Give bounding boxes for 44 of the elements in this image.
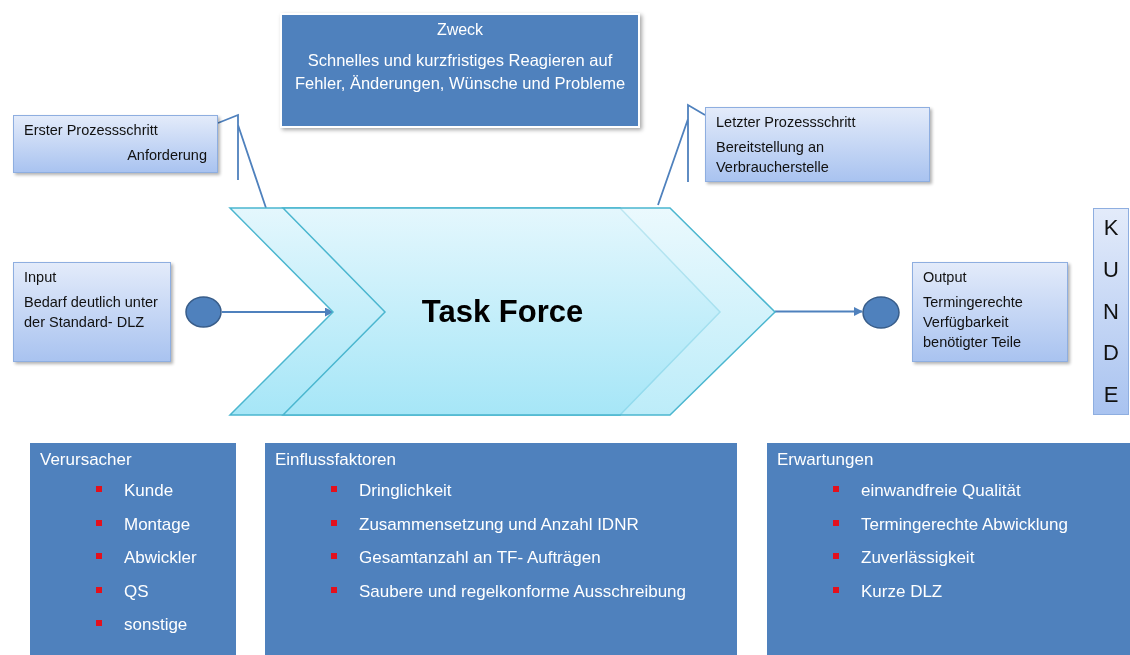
list-item: Dringlichkeit <box>359 480 452 502</box>
process-step-shape <box>230 208 775 415</box>
box-heading: Zweck <box>435 21 485 39</box>
list-panel <box>30 443 236 655</box>
list-item: Zuverlässigkeit <box>861 547 975 569</box>
list-item: Gesamtanzahl an TF- Aufträgen <box>359 547 601 569</box>
box-text: Bedarf deutlich unter der Standard- DLZ <box>24 292 159 333</box>
info-box <box>912 262 1068 362</box>
list-item: QS <box>124 580 149 603</box>
info-box <box>13 115 218 173</box>
process-title: Task Force <box>421 293 584 330</box>
list-item: Kunde <box>124 480 174 502</box>
purpose-box <box>280 13 640 128</box>
list-item: einwandfreie Qualität <box>861 480 1021 502</box>
info-box <box>13 262 171 362</box>
box-heading: Erster Prozessschritt <box>24 121 159 140</box>
vertical-label: KUNDE <box>1102 214 1120 410</box>
box-heading: Output <box>923 268 968 287</box>
box-text: Schnelles und kurzfristiges Reagieren auf Fehler, Änderungen, Wünsche und Probleme <box>293 50 627 95</box>
arrow <box>221 307 334 317</box>
panel-heading: Verursacher <box>40 450 133 470</box>
connector-circle <box>862 296 900 329</box>
panel-heading: Erwartungen <box>777 450 875 470</box>
box-text: Termingerechte Verfügbarkeit benötigter Teile <box>923 292 1024 353</box>
customer-box <box>1093 208 1129 415</box>
leader-line <box>657 103 706 206</box>
panel-heading: Einflussfaktoren <box>275 450 397 470</box>
list-item: Montage <box>124 513 191 536</box>
box-text: Anforderung <box>126 145 207 165</box>
box-heading: Letzter Prozessschritt <box>716 113 857 132</box>
list-panel <box>265 443 737 655</box>
box-text: Bereitstellung an Verbraucherstelle <box>716 137 830 178</box>
leader-line <box>217 113 267 209</box>
list-item: Abwickler <box>124 547 197 569</box>
list-item: Kurze DLZ <box>861 580 943 603</box>
info-box <box>705 107 930 182</box>
arrow <box>774 307 863 316</box>
list-item: Termingerechte Abwicklung <box>861 513 1068 536</box>
list-item: Saubere und regelkonforme Ausschreibung <box>359 580 686 603</box>
list-item: sonstige <box>124 614 188 636</box>
box-heading: Input <box>24 268 58 287</box>
list-item: Zusammensetzung und Anzahl IDNR <box>359 513 639 536</box>
list-panel <box>767 443 1130 655</box>
connector-circle <box>185 296 222 328</box>
